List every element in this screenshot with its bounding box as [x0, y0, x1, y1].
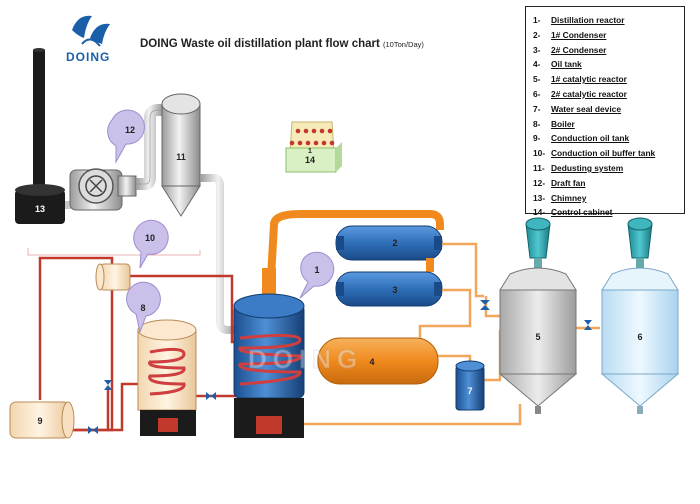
- legend-item: 3- 2# Condenser: [533, 43, 678, 58]
- label-13: 13: [35, 204, 45, 214]
- legend-label: 1# Condenser: [551, 29, 607, 40]
- legend-box: 1- Distillation reactor 2- 1# Condenser 3-…: [525, 6, 685, 217]
- legend-item: 12- Draft fan: [533, 176, 678, 191]
- label-14-top: 1: [308, 148, 312, 155]
- legend-num: 6-: [533, 88, 541, 99]
- label-11: 11: [176, 152, 186, 162]
- legend-label: 2# catalytic reactor: [551, 88, 627, 99]
- brand-logo-text: DOING: [66, 50, 111, 64]
- legend-label: Oil tank: [551, 59, 582, 70]
- legend-item: 8- Boiler: [533, 117, 678, 132]
- condenser-2: [335, 225, 443, 261]
- legend-num: 14-: [533, 207, 546, 218]
- legend-label: Dedusting system: [551, 162, 624, 173]
- valve-icon: [480, 300, 592, 330]
- draft-fan-12: [69, 168, 137, 211]
- catalytic-reactor-2-6: [600, 217, 680, 414]
- distillation-reactor-1: [233, 210, 444, 438]
- label-4: 4: [369, 357, 374, 367]
- legend-item: 6- 2# catalytic reactor: [533, 87, 678, 102]
- legend-label: Control cabinet: [551, 207, 613, 218]
- title-sub: (10Ton/Day): [383, 40, 424, 49]
- title-main: DOING Waste oil distillation plant flow …: [140, 38, 380, 50]
- legend-label: Draft fan: [551, 177, 586, 188]
- legend-item: 11- Dedusting system: [533, 161, 678, 176]
- label-10: 10: [145, 233, 155, 243]
- catalytic-reactor-1-5: [498, 217, 578, 414]
- legend-num: 3-: [533, 44, 541, 55]
- legend-item: 2- 1# Condenser: [533, 28, 678, 43]
- legend-item: 5- 1# catalytic reactor: [533, 72, 678, 87]
- chimney-13: [15, 48, 65, 224]
- doing-logo-icon: [72, 15, 110, 47]
- legend-num: 2-: [533, 29, 541, 40]
- legend-label: Conduction oil tank: [551, 133, 630, 144]
- label-6: 6: [637, 332, 642, 342]
- legend-num: 13-: [533, 192, 546, 203]
- legend-label: Water seal device: [551, 103, 621, 114]
- legend-label: Distillation reactor: [551, 15, 625, 25]
- label-1: 1: [314, 265, 319, 275]
- legend-num: 9-: [533, 133, 541, 144]
- legend-num: 11-: [533, 162, 545, 173]
- svg-text:DOING: DOING: [248, 344, 363, 374]
- oil-tank-4: [317, 337, 439, 385]
- legend-item: 1- Distillation reactor: [533, 13, 678, 28]
- conduction-oil-buffer-tank-10: [95, 263, 131, 291]
- label-9: 9: [37, 416, 42, 426]
- control-cabinet-14: [285, 121, 342, 173]
- dedusting-system-11: [161, 93, 201, 217]
- legend-label: Chimney: [551, 192, 587, 203]
- water-seal-device-7: [455, 360, 485, 411]
- legend-label: 2# Condenser: [551, 44, 607, 55]
- conduction-oil-tank-9: [9, 401, 75, 439]
- legend-num: 5-: [533, 74, 541, 85]
- legend-num: 4-: [533, 59, 541, 70]
- legend-item: 9- Conduction oil tank: [533, 131, 678, 146]
- legend-label: Boiler: [551, 118, 575, 129]
- legend-num: 1-: [533, 15, 541, 25]
- legend-item: 10- Conduction oil buffer tank: [533, 146, 678, 161]
- label-14: 14: [305, 155, 315, 165]
- legend-label: 1# catalytic reactor: [551, 74, 627, 85]
- label-7: 7: [467, 386, 472, 396]
- legend-item: 13- Chimney: [533, 191, 678, 206]
- legend-num: 12-: [533, 177, 546, 188]
- legend-num: 7-: [533, 103, 541, 114]
- legend-item: 7- Water seal device: [533, 102, 678, 117]
- label-5: 5: [535, 332, 540, 342]
- label-3: 3: [392, 285, 397, 295]
- valve-icon: [88, 380, 216, 434]
- label-8: 8: [140, 303, 145, 313]
- page-title: DOING Waste oil distillation plant flow …: [140, 38, 424, 50]
- legend-num: 10-: [533, 148, 546, 159]
- legend-item: 14- Control cabinet: [533, 205, 678, 220]
- label-12: 12: [125, 125, 135, 135]
- condenser-link-pipe: [426, 258, 434, 272]
- boiler-8: [137, 319, 197, 436]
- legend-num: 8-: [533, 118, 541, 129]
- legend-item: 4- Oil tank: [533, 57, 678, 72]
- watermark: DOING: [248, 344, 363, 375]
- legend-label: Conduction oil buffer tank: [551, 148, 656, 159]
- label-2: 2: [392, 238, 397, 248]
- callout-bubbles: [107, 109, 335, 334]
- condenser-3: [335, 271, 443, 307]
